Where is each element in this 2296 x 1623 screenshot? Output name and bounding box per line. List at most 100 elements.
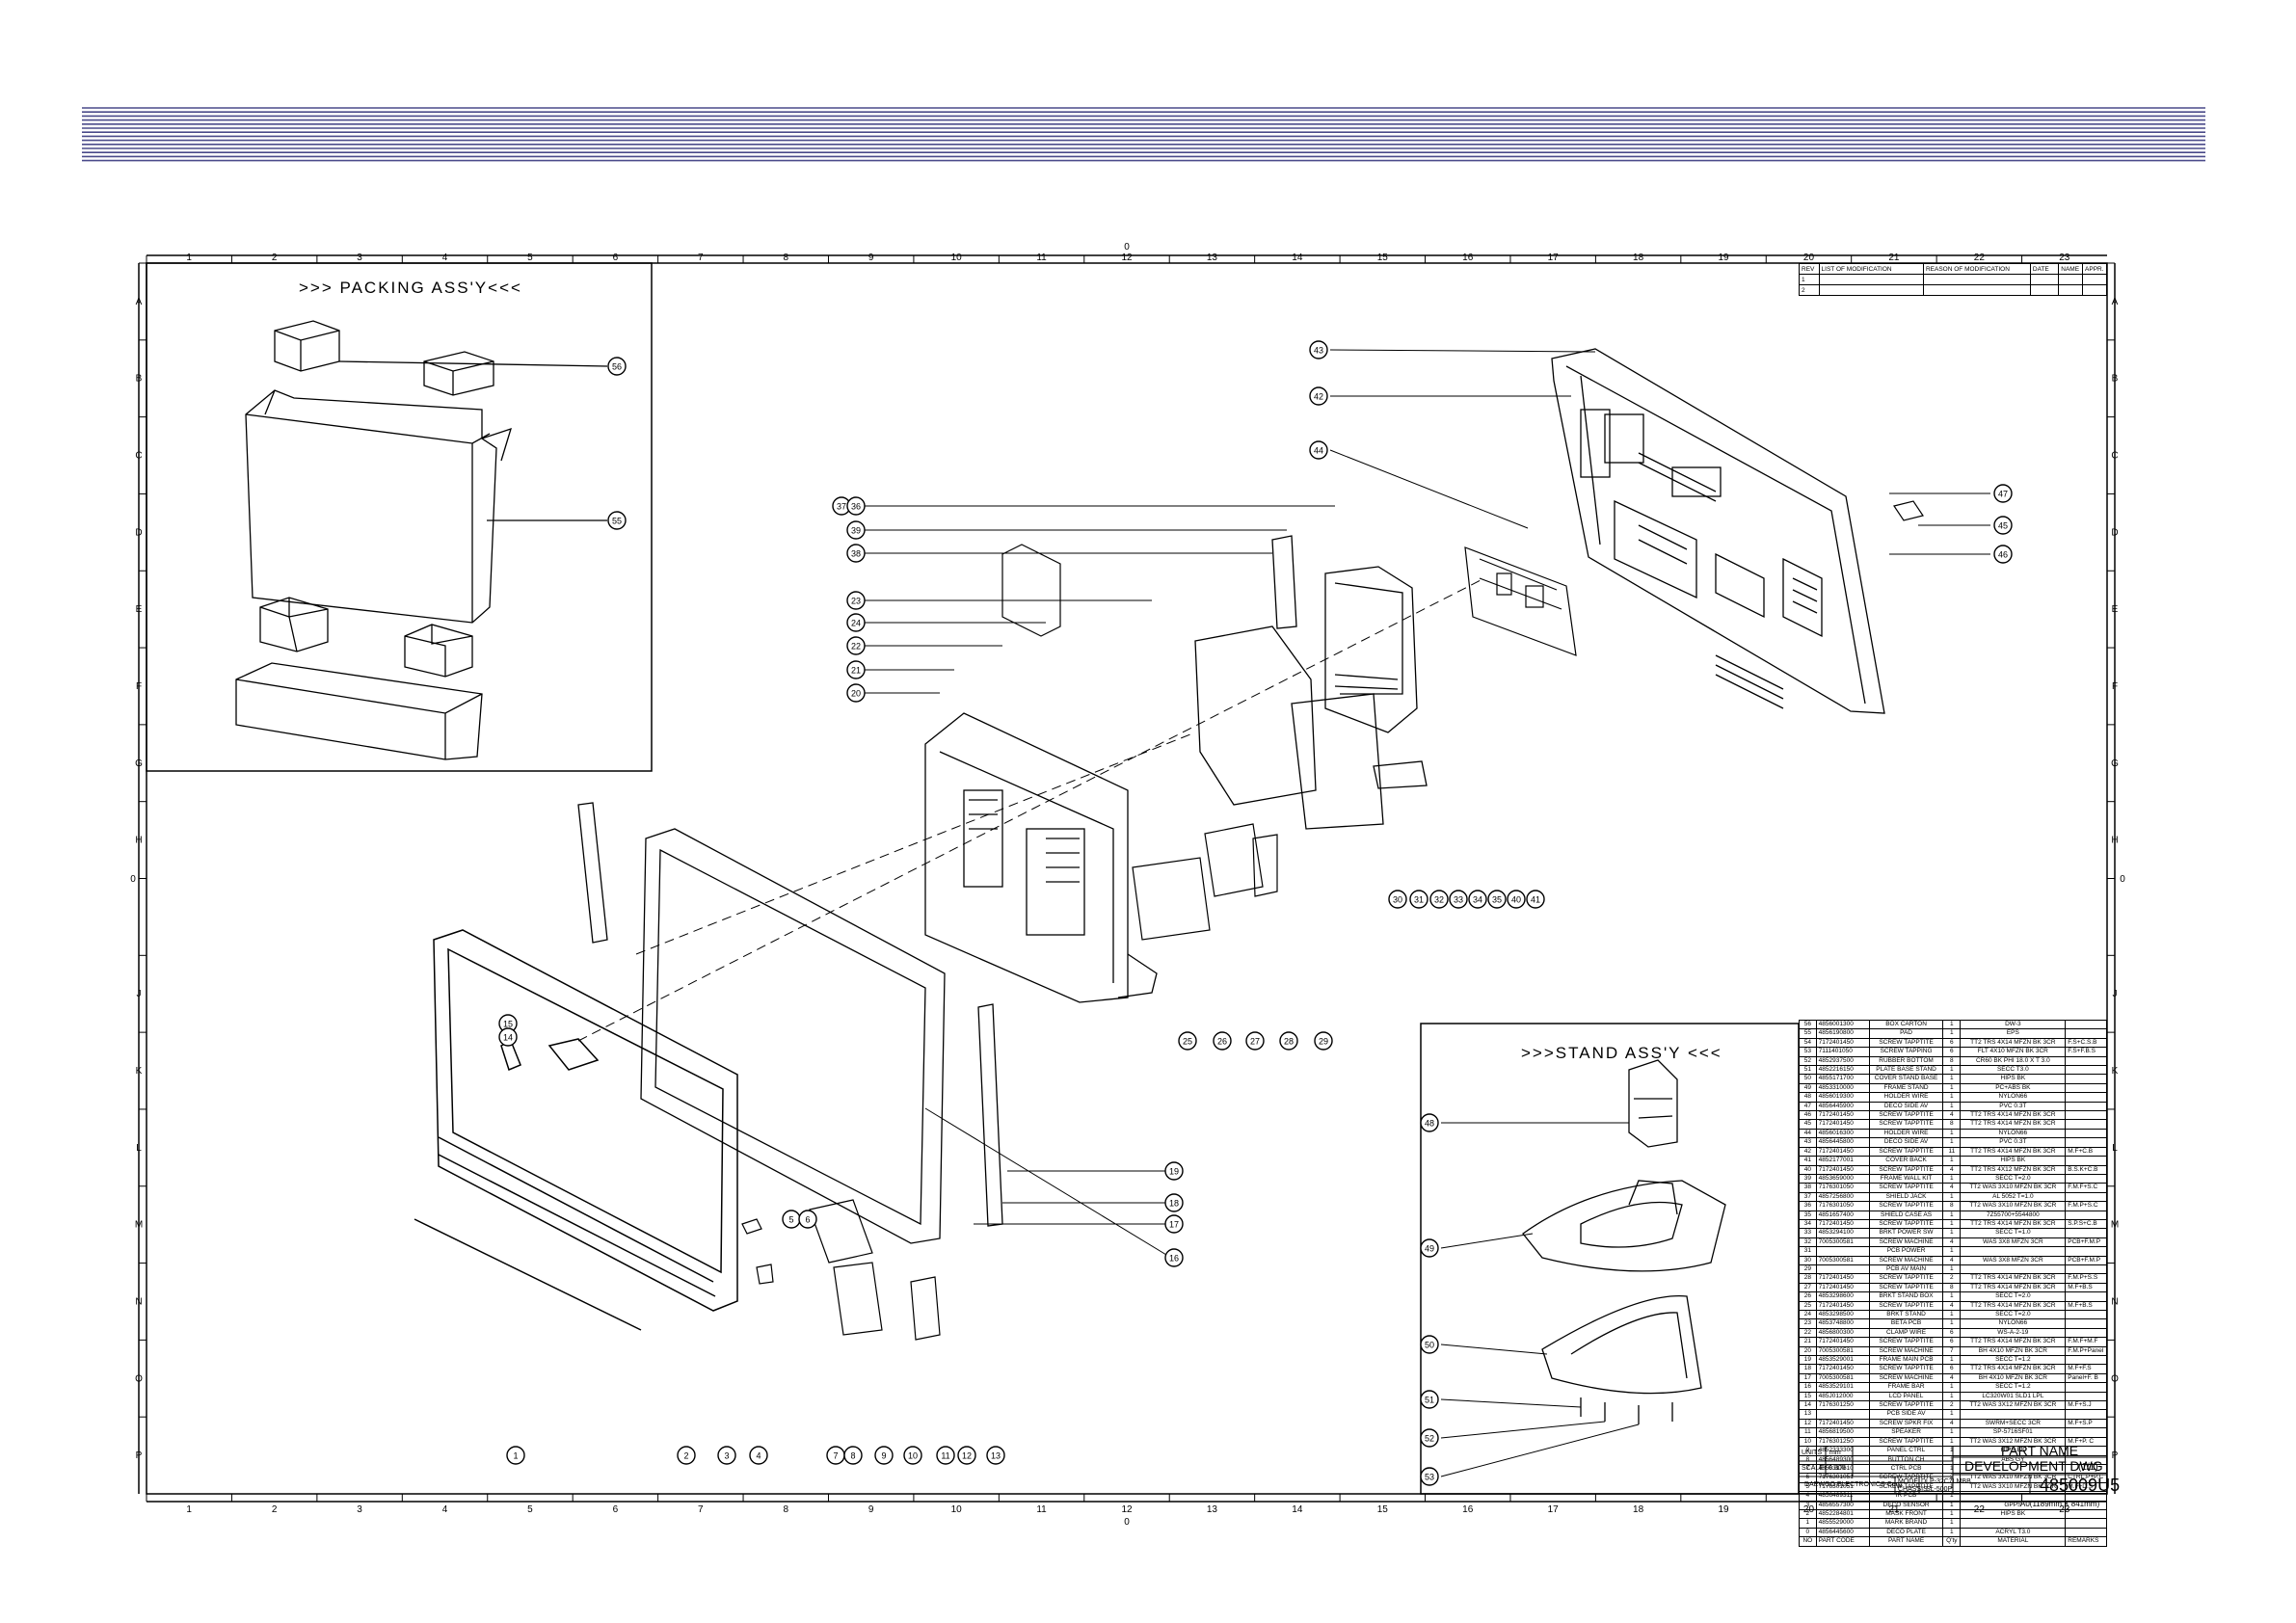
callout-bubble: 5: [782, 1210, 801, 1229]
parts-cell-name: BOX CARTON: [1868, 1019, 1944, 1030]
main-frame: [924, 712, 1158, 1003]
callout-bubble: 49: [1420, 1238, 1439, 1258]
parts-cell-mat: HIPS BK: [1960, 1156, 2067, 1166]
callout-number: 47: [1998, 490, 2008, 499]
stand-section-title: >>>STAND ASS'Y <<<: [1521, 1044, 1722, 1062]
callout-bubble: 50: [1420, 1335, 1439, 1354]
parts-cell-rem: [2065, 1128, 2107, 1139]
parts-cell-no: 36: [1799, 1201, 1817, 1211]
callout-bubble: 22: [846, 636, 866, 655]
grid-column-label: 11: [1036, 253, 1047, 263]
parts-cell-mat: TT2 TRS 4X12 MFZN BK 3CR: [1960, 1164, 2067, 1175]
callout-number: 39: [851, 526, 861, 536]
parts-cell-no: 21: [1799, 1337, 1817, 1347]
callout-number: 3: [724, 1451, 729, 1461]
parts-cell-no: 39: [1799, 1173, 1817, 1184]
grid-row-label: K: [136, 1066, 143, 1077]
parts-cell-rem: M.F+F.S: [2065, 1364, 2107, 1374]
parts-cell-no: 27: [1799, 1282, 1817, 1293]
parts-cell-rem: M.F+S.J: [2065, 1400, 2107, 1411]
chassis-label: CHASSIS: [1898, 1486, 1928, 1493]
grid-column-label: 17: [1548, 253, 1560, 263]
parts-cell-name: SCREW TAPPTITE: [1868, 1146, 1944, 1157]
grid-row-label: P: [136, 1450, 143, 1461]
parts-cell-rem: [2065, 1391, 2107, 1402]
parts-cell-code: 7172401450: [1815, 1146, 1870, 1157]
parts-cell-mat: PVC 0.3T: [1960, 1101, 2067, 1112]
parts-cell-rem: [2065, 1110, 2107, 1121]
grid-column-label: 23: [2059, 253, 2070, 263]
parts-cell-no: 1: [1799, 1518, 1817, 1529]
grid-row-label: J: [2113, 989, 2118, 999]
parts-cell-qty: 1: [1942, 1508, 1962, 1520]
parts-cell-rem: [2065, 1156, 2107, 1166]
grid-column-label: 13: [1207, 253, 1218, 263]
callout-number: 11: [941, 1451, 949, 1461]
parts-cell-qty: 6: [1942, 1327, 1962, 1339]
grid-column-label: 12: [1121, 1504, 1133, 1515]
parts-cell-rem: [2065, 1065, 2107, 1076]
parts-cell-qty: 4: [1942, 1237, 1962, 1248]
grid-column-label: 4: [442, 1504, 448, 1515]
parts-cell-qty: 1: [1942, 1191, 1962, 1203]
parts-cell-rem: M.F+S.P: [2065, 1418, 2107, 1429]
callout-number: 21: [851, 666, 861, 676]
grid-row-label: M: [135, 1220, 143, 1231]
parts-cell-qty: 4: [1942, 1255, 1962, 1265]
grid-row-label: J: [137, 989, 142, 999]
grid-column-label: 22: [1974, 253, 1986, 263]
parts-cell-name: PLATE BASE STAND: [1868, 1065, 1944, 1076]
parts-cell-mat: WS-A-2-19: [1960, 1327, 2067, 1339]
parts-cell-no: 2: [1799, 1508, 1817, 1520]
parts-cell-name: SPEAKER: [1868, 1427, 1944, 1438]
callout-bubble: 27: [1245, 1031, 1265, 1051]
grid-column-label: 15: [1377, 253, 1389, 263]
grid-column-label: 3: [357, 1504, 362, 1515]
callout-number: 27: [1250, 1037, 1260, 1047]
parts-cell-mat: BH 4X10 MFZN BK 3CR: [1960, 1372, 2067, 1384]
parts-cell-no: 29: [1799, 1264, 1817, 1275]
parts-cell-rem: M.F+B.S: [2065, 1282, 2107, 1293]
parts-cell-rem: M.F+C.B: [2065, 1146, 2107, 1157]
parts-cell-name: SCREW TAPPING: [1868, 1047, 1944, 1057]
parts-cell-no: 16: [1799, 1382, 1817, 1393]
callout-bubble: 13: [986, 1446, 1005, 1465]
parts-cell-name: SCREW SPKR FIX: [1868, 1418, 1944, 1429]
scale-value: 0.300: [1829, 1465, 1846, 1472]
parts-cell-rem: F.M.F+M.F: [2065, 1337, 2107, 1347]
parts-cell-name: SCREW TAPPTITE: [1868, 1282, 1944, 1293]
parts-cell-mat: ABS GY: [1960, 1454, 2067, 1465]
grid-column-label: 8: [783, 253, 788, 263]
parts-cell-mat: DW-3: [1960, 1019, 2067, 1030]
grid-column-label: 20: [1803, 253, 1815, 263]
parts-cell-no: 25: [1799, 1300, 1817, 1312]
parts-cell-qty: 6: [1942, 1037, 1962, 1049]
grid-row-label: M: [2111, 1220, 2119, 1231]
parts-cell-rem: [2065, 1427, 2107, 1438]
parts-cell-code: 7172401450: [1815, 1364, 1870, 1374]
callout-number: 25: [1183, 1037, 1192, 1047]
grid-row-label: O: [135, 1373, 143, 1384]
parts-cell-name: SCREW TAPPTITE: [1868, 1273, 1944, 1284]
grid-row-label: O: [2111, 1373, 2119, 1384]
parts-cell-no: 50: [1799, 1074, 1817, 1084]
parts-cell-code: [1815, 1246, 1870, 1257]
parts-cell-rem: S.P.S+C.B: [2065, 1218, 2107, 1230]
parts-cell-mat: TT2 WAS 3X10 MFZN BK 3CR: [1960, 1183, 2067, 1193]
parts-cell-rem: [2065, 1119, 2107, 1130]
